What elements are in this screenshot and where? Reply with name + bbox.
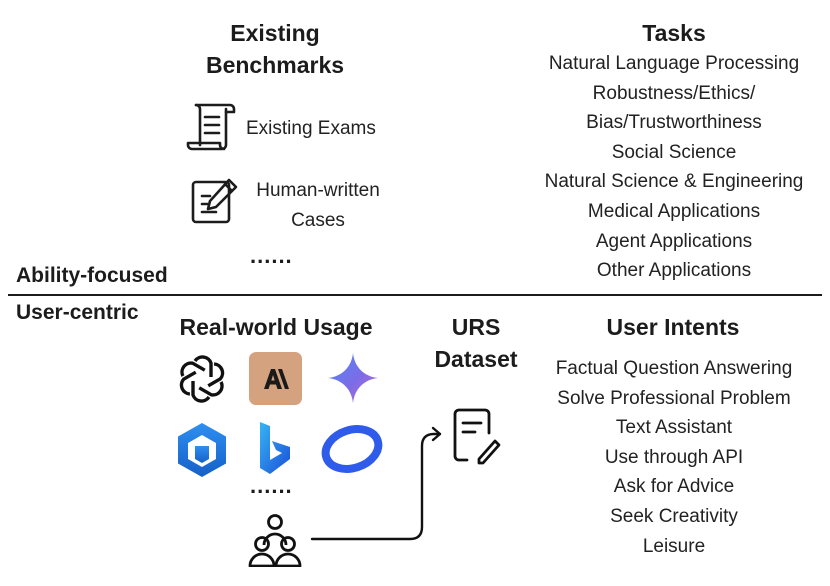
intent-item: Leisure [642, 535, 706, 557]
intent-item: Solve Professional Problem [557, 387, 791, 409]
section-divider [8, 294, 822, 296]
task-item: Natural Language Processing [548, 53, 800, 74]
human-written-cases-label: Human-written Cases [256, 180, 380, 231]
user-centric-label: User-centric [16, 301, 139, 324]
real-world-usage-heading: Real-world Usage [179, 314, 373, 340]
intent-item: Text Assistant [615, 417, 733, 439]
existing-exams-label: Existing Exams [246, 118, 376, 139]
task-item: Bias/Trustworthiness [586, 112, 762, 134]
user-intents-heading: User Intents [606, 314, 740, 340]
intent-item: Factual Question Answering [555, 358, 793, 379]
intents-list: Factual Question Answering Solve Profess… [524, 354, 824, 561]
task-item: Other Applications [596, 260, 752, 282]
scroll-icon [186, 101, 238, 153]
intent-item: Ask for Advice [613, 476, 735, 498]
intent-item: Use through API [604, 446, 744, 468]
intent-item: Seek Creativity [610, 505, 738, 527]
task-item: Natural Science & Engineering [544, 171, 804, 193]
cube-logo-icon [175, 421, 229, 479]
dataset-document-icon [449, 405, 501, 465]
task-item: Robustness/Ethics/ [592, 82, 756, 104]
tasks-list: Natural Language Processing Robustness/E… [519, 49, 829, 286]
task-item: Social Science [611, 141, 737, 163]
task-item: Agent Applications [595, 230, 753, 252]
bing-logo-icon [252, 420, 296, 478]
users-group-icon [245, 513, 305, 567]
urs-dataset-heading: URS Dataset [434, 314, 518, 372]
task-item: Medical Applications [587, 200, 761, 222]
chatgpt-logo-icon [176, 353, 228, 405]
flow-arrow [300, 420, 450, 550]
tasks-heading: Tasks [642, 20, 706, 46]
gemini-star-icon [326, 351, 380, 405]
ability-focused-label: Ability-focused [16, 264, 168, 287]
ring-logo-icon [320, 422, 384, 476]
anthropic-logo-icon [249, 352, 302, 405]
existing-benchmarks-heading: Existing Benchmarks [205, 20, 345, 78]
usage-more-dots: ...... [250, 473, 293, 498]
pen-document-icon [189, 176, 239, 226]
benchmarks-more-dots: ...... [250, 243, 293, 268]
